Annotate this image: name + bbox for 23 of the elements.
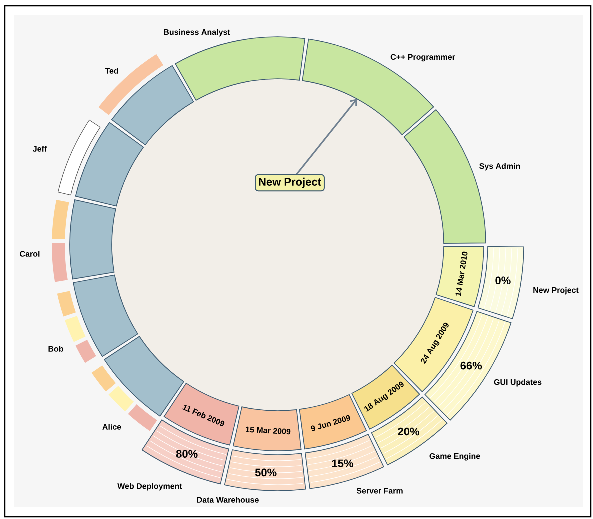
segment-label: Ted — [105, 68, 118, 74]
milestone-segment: 15 Mar 2009 — [233, 406, 302, 452]
project-label: Server Farm — [356, 488, 403, 494]
project-label: GUI Updates — [494, 379, 542, 387]
segment-label: Sys Admin — [480, 163, 520, 171]
progress-segment: 50% — [224, 450, 306, 492]
arrow — [296, 99, 358, 175]
segment-label: C++ Programmer — [390, 54, 456, 62]
progress-segment: 0% — [478, 246, 524, 320]
segment-label: Alice — [102, 424, 122, 430]
project-label: Web Deployment — [118, 483, 182, 491]
ring-segment — [75, 122, 144, 207]
milestone-segment: 14 Mar 2010 — [436, 246, 484, 308]
segment-label: Carol — [20, 251, 40, 257]
segment-label: Bob — [48, 346, 64, 352]
person-label: Jeff — [33, 146, 48, 152]
milestone-segment: 11 Feb 2009 — [164, 383, 240, 446]
project-label: Data Warehouse — [197, 497, 259, 503]
project-label: Game Engine — [430, 453, 480, 461]
callout-box: New Project — [255, 174, 325, 192]
segment-label: Business Analyst — [164, 29, 230, 37]
progress-segment: 15% — [305, 434, 384, 490]
project-label: New Project — [534, 287, 579, 295]
